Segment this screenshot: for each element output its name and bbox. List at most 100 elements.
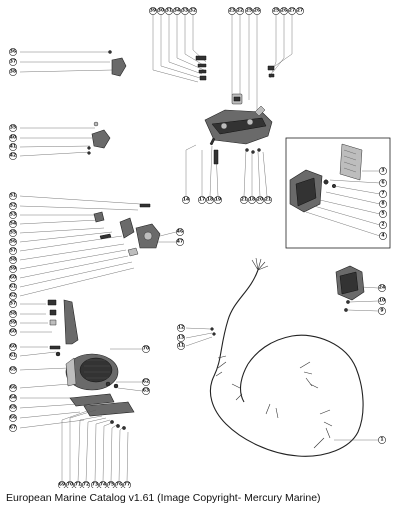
svg-text:9: 9 — [380, 308, 383, 314]
callout-bubble: 6 — [379, 179, 387, 187]
callout-bubble: 21 — [264, 196, 272, 204]
svg-text:65: 65 — [10, 405, 16, 411]
svg-text:4: 4 — [381, 233, 384, 239]
callout-bubble: 19 — [214, 196, 222, 204]
callout-bubble: 17 — [198, 196, 206, 204]
svg-text:27: 27 — [297, 8, 303, 14]
svg-text:31: 31 — [166, 8, 172, 14]
svg-text:33: 33 — [182, 8, 188, 14]
svg-text:2: 2 — [381, 222, 384, 228]
svg-text:55: 55 — [10, 230, 16, 236]
callout-bubble: 51 — [9, 192, 17, 200]
svg-text:27: 27 — [289, 8, 295, 14]
exploded-parts-diagram: 39 30 31 34 33 32 23 22 25 26 25 26 27 2… — [9, 7, 391, 488]
svg-text:51: 51 — [10, 193, 16, 199]
svg-text:18: 18 — [249, 197, 255, 203]
svg-text:26: 26 — [281, 8, 287, 14]
svg-text:69: 69 — [59, 482, 65, 488]
svg-text:56: 56 — [10, 239, 16, 245]
callout-group-alternator-right: 70 62 63 — [142, 345, 150, 395]
callout-bubble: 64 — [9, 394, 17, 402]
callout-bubble: 1 — [378, 436, 386, 444]
svg-text:18: 18 — [207, 197, 213, 203]
callout-bubble: 25 — [245, 7, 253, 15]
callout-bubble: 66 — [9, 384, 17, 392]
callout-group-top-left: 39 30 31 34 33 32 — [149, 7, 197, 15]
callout-group-mid-upper-left: 35 40 41 42 — [9, 124, 17, 160]
callout-bubble: 13 — [177, 334, 185, 342]
starter-solenoid-inset — [285, 137, 391, 249]
svg-text:74: 74 — [100, 482, 106, 488]
callout-bubble: 70 — [66, 481, 74, 488]
svg-text:34: 34 — [174, 8, 180, 14]
svg-text:57: 57 — [10, 301, 16, 307]
svg-text:62: 62 — [143, 379, 149, 385]
svg-text:13: 13 — [178, 335, 184, 341]
callout-bubble: 39 — [149, 7, 157, 15]
callout-bubble: 62 — [142, 378, 150, 386]
callout-bubble: 37 — [9, 58, 17, 66]
callout-bubble: 36 — [9, 48, 17, 56]
svg-text:23: 23 — [229, 8, 235, 14]
svg-text:64: 64 — [10, 395, 16, 401]
callout-group-upper-left: 36 37 38 — [9, 48, 17, 76]
svg-text:72: 72 — [83, 482, 89, 488]
svg-text:25: 25 — [246, 8, 252, 14]
callout-bubble: 57 — [9, 300, 17, 308]
svg-text:21: 21 — [265, 197, 271, 203]
svg-text:66: 66 — [10, 385, 16, 391]
callout-bubble: 8 — [379, 200, 387, 208]
callout-bubble: 27 — [296, 7, 304, 15]
callout-bubble: 18 — [248, 196, 256, 204]
callout-bubble: 71 — [74, 481, 82, 488]
svg-text:60: 60 — [10, 275, 16, 281]
callout-bubble: 24 — [378, 284, 386, 292]
svg-text:63: 63 — [143, 388, 149, 394]
svg-text:20: 20 — [257, 197, 263, 203]
callout-bubble: 30 — [157, 7, 165, 15]
svg-text:65: 65 — [10, 367, 16, 373]
svg-text:61: 61 — [10, 353, 16, 359]
image-caption: European Marine Catalog v1.61 (Image Cop… — [6, 492, 321, 504]
svg-text:41: 41 — [10, 144, 16, 150]
callout-bubble: 26 — [253, 7, 261, 15]
callout-bubble: 11 — [177, 342, 185, 350]
callout-bubble: 9 — [378, 307, 386, 315]
callout-bubble: 60 — [9, 274, 17, 282]
svg-text:14: 14 — [183, 197, 189, 203]
callout-bubble: 26 — [280, 7, 288, 15]
svg-text:58: 58 — [10, 311, 16, 317]
top-left-leaders — [152, 14, 207, 83]
svg-text:26: 26 — [254, 8, 260, 14]
svg-text:7: 7 — [381, 191, 384, 197]
svg-text:12: 12 — [178, 325, 184, 331]
callout-bubble: 31 — [165, 7, 173, 15]
callout-bubble: 76 — [115, 481, 123, 488]
svg-text:59: 59 — [10, 266, 16, 272]
svg-text:70: 70 — [143, 346, 149, 352]
svg-text:75: 75 — [108, 482, 114, 488]
svg-text:5: 5 — [381, 211, 384, 217]
svg-text:35: 35 — [10, 125, 16, 131]
callout-bubble: 74 — [99, 481, 107, 488]
svg-text:32: 32 — [190, 8, 196, 14]
callout-group-coil-column: 14 17 18 19 — [182, 196, 222, 204]
svg-text:73: 73 — [92, 482, 98, 488]
svg-text:62: 62 — [10, 293, 16, 299]
svg-text:76: 76 — [116, 482, 122, 488]
callout-bubble: 33 — [181, 7, 189, 15]
callout-bubble: 38 — [9, 68, 17, 76]
callout-group-harness-right: 1 — [378, 436, 386, 444]
mounting-bolts-column — [185, 137, 268, 197]
svg-text:38: 38 — [10, 69, 16, 75]
svg-text:54: 54 — [10, 221, 16, 227]
bracket-part-35-42 — [19, 121, 111, 157]
svg-text:17: 17 — [199, 197, 205, 203]
callout-group-bottom: 69 70 71 72 73 74 75 76 77 — [58, 481, 131, 488]
callout-group-harness-left: 12 13 11 — [177, 324, 185, 350]
callout-bubble: 63 — [142, 387, 150, 395]
callout-bubble: 59 — [9, 319, 17, 327]
svg-text:66: 66 — [10, 415, 16, 421]
callout-bubble: 69 — [58, 481, 66, 488]
svg-text:71: 71 — [75, 482, 81, 488]
